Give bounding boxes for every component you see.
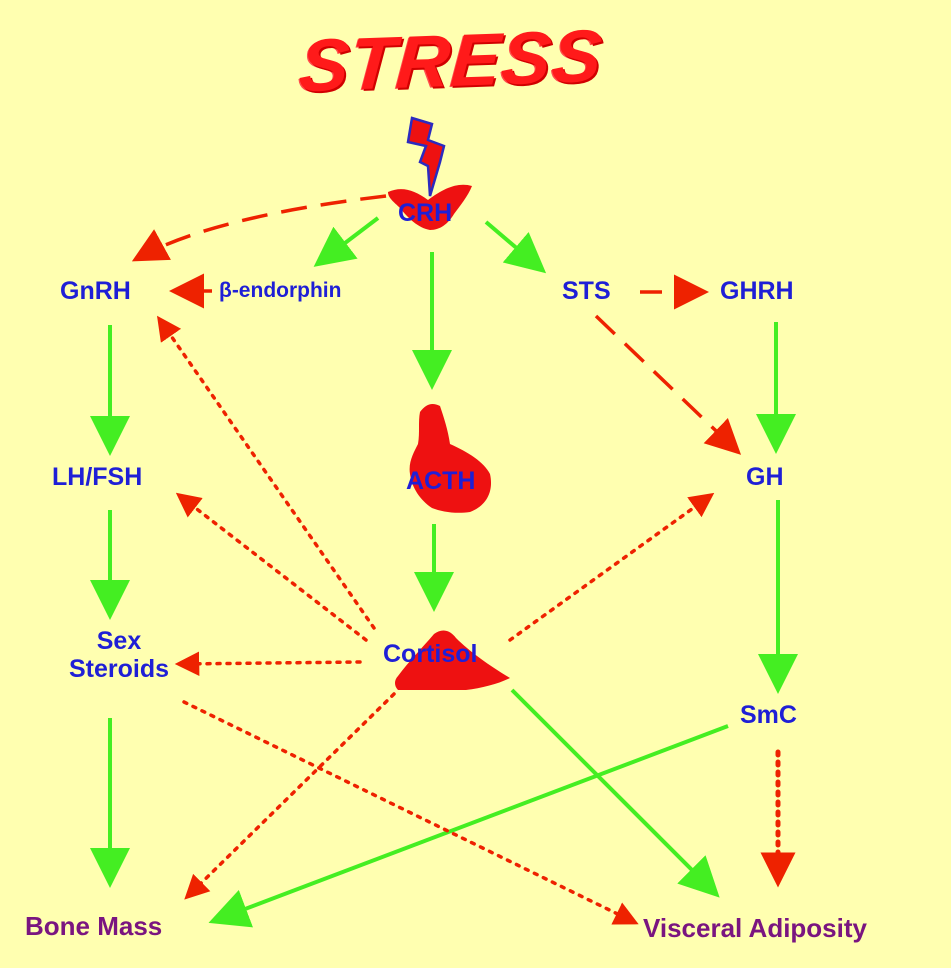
node-visceral-adiposity: Visceral Adiposity <box>643 913 867 943</box>
arrow-cortisol-to-lh-fsh <box>175 492 368 642</box>
arrow-cortisol-to-gh <box>508 492 715 642</box>
node-smc: SmC <box>740 701 797 729</box>
adrenal-gland-icon <box>395 630 510 690</box>
stress-title: STRESS <box>296 13 606 108</box>
arrow-sex-steroids-to-visceral-adiposity <box>182 700 639 925</box>
dotted-inhibitory-arrows <box>157 315 796 925</box>
hypothalamus-gland-icon <box>388 184 472 230</box>
node-gh: GH <box>746 463 784 491</box>
arrow-smc-to-bone-mass <box>208 724 729 928</box>
node-bone-mass: Bone Mass <box>25 911 163 941</box>
arrow-cortisol-to-bone-mass <box>184 692 396 900</box>
pituitary-gland-icon <box>409 404 492 513</box>
arrow-cortisol-to-sex-steroids <box>174 651 362 677</box>
arrow-crh-to-sts <box>484 220 547 274</box>
lightning-bolt-icon <box>406 116 446 197</box>
node-sex-steroids: Sex Steroids <box>64 627 174 683</box>
node-crh: CRH <box>398 199 453 227</box>
node-gnrh: GnRH <box>60 277 131 305</box>
node-lh-fsh: LH/FSH <box>52 463 143 491</box>
node-beta-endorphin: β-endorphin <box>219 279 342 302</box>
arrow-cortisol-to-visceral-adiposity <box>510 688 720 898</box>
arrow-crh-to-beta-endorphin <box>313 216 380 267</box>
arrow-sts-to-gh <box>594 314 742 455</box>
arrow-crh-to-gnrh <box>131 194 387 262</box>
node-ghrh: GHRH <box>720 277 794 305</box>
node-sex-steroids-line2: Steroids <box>68 654 170 683</box>
node-acth: ACTH <box>406 467 476 495</box>
node-cortisol: Cortisol <box>383 640 478 668</box>
arrow-cortisol-to-gnrh <box>157 315 376 630</box>
node-sts: STS <box>562 277 611 305</box>
stimulatory-arrows <box>90 216 798 928</box>
dashed-inhibitory-arrows <box>131 194 742 455</box>
node-sex-steroids-line1: Sex <box>96 627 142 655</box>
